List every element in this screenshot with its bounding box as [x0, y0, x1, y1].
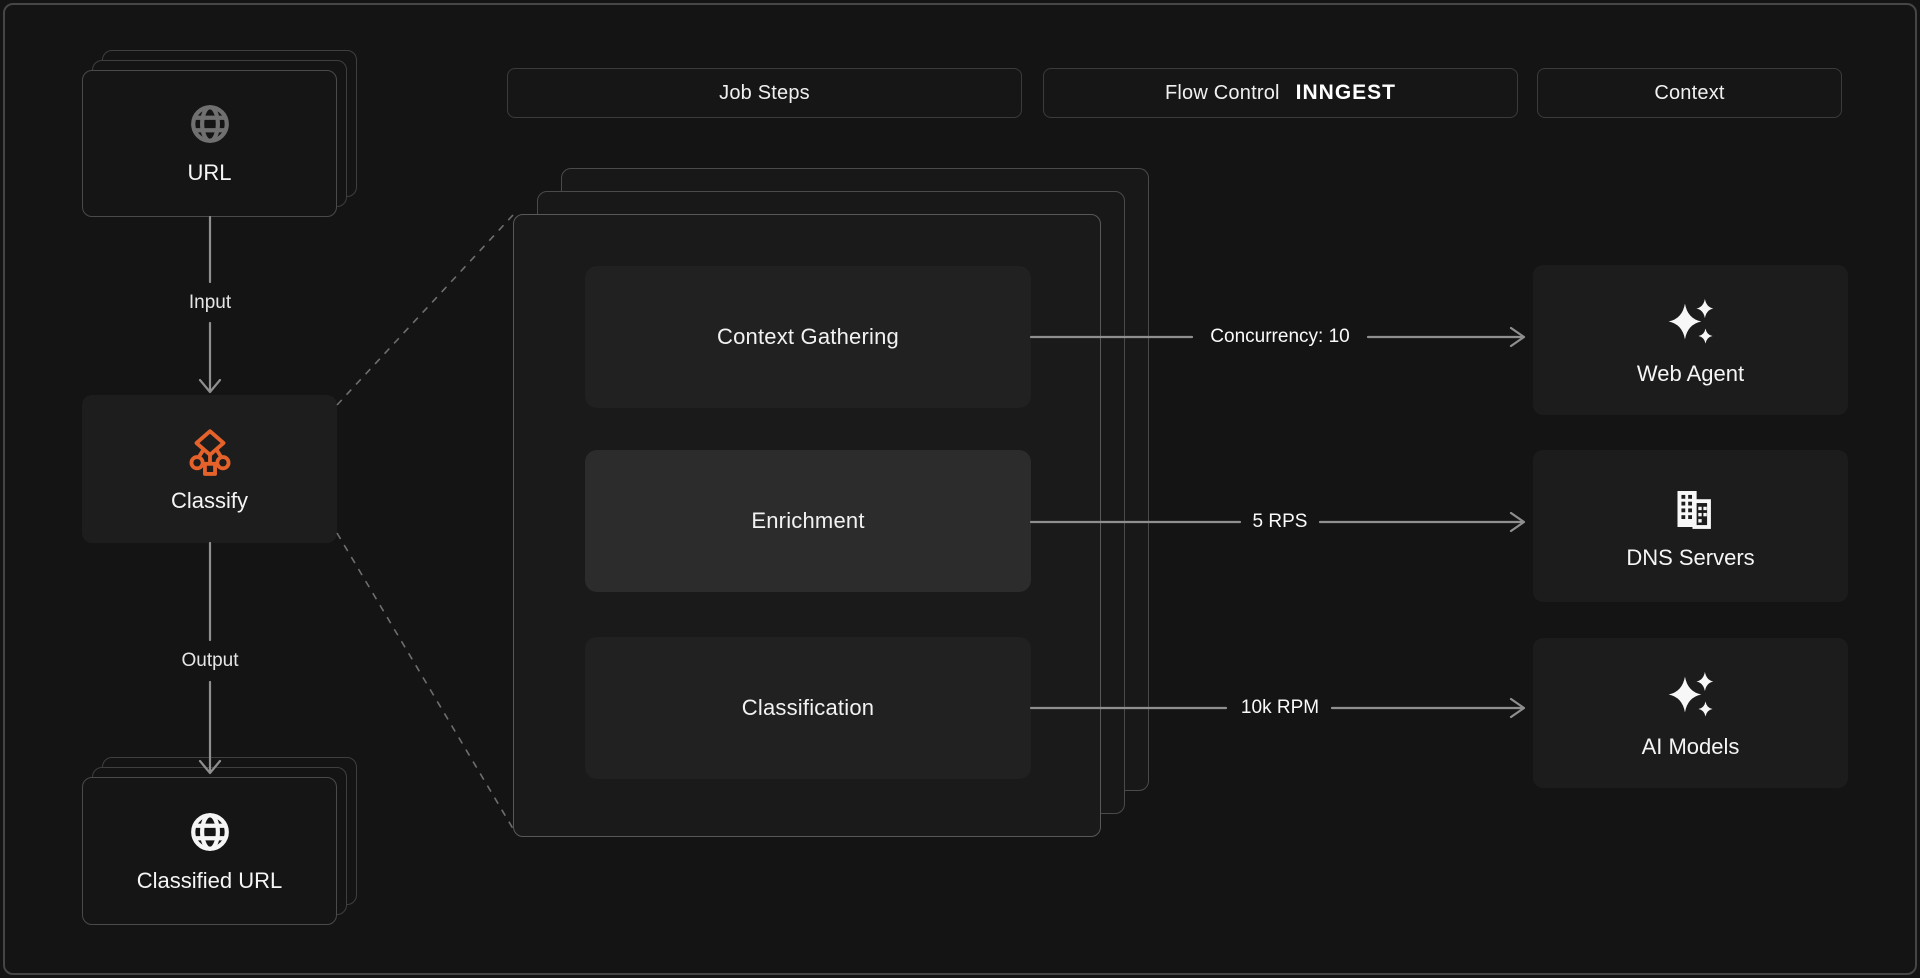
output-arrow-label: Output	[181, 650, 239, 671]
ai-models-label: AI Models	[1641, 733, 1740, 759]
sparkles-icon	[1668, 671, 1713, 717]
globe-icon	[190, 812, 229, 851]
header-job-steps: Job Steps	[507, 68, 1022, 118]
classified-url-card-label: Classified URL	[136, 867, 283, 893]
input-arrow-label: Input	[188, 292, 232, 313]
classify-network-icon	[189, 428, 230, 476]
inngest-logo: INNGEST	[1295, 81, 1396, 104]
classify-node: Classify	[82, 395, 337, 543]
zoom-dashed-lines	[336, 214, 516, 833]
dns-servers-label: DNS Servers	[1626, 544, 1755, 570]
web-agent-label: Web Agent	[1636, 360, 1745, 386]
header-flow-control-label: Flow Control	[1165, 81, 1280, 104]
flow-control-label-concurrency: Concurrency: 10	[1210, 326, 1350, 347]
step-context-gathering: Context Gathering	[585, 266, 1031, 408]
url-card: URL	[82, 70, 337, 217]
building-icon	[1677, 490, 1711, 529]
header-flow-control: Flow Control INNGEST	[1043, 68, 1518, 118]
step-enrichment: Enrichment	[585, 450, 1031, 592]
url-card-label: URL	[187, 160, 232, 185]
classify-node-label: Classify	[170, 487, 248, 513]
flow-control-label-rpm: 10k RPM	[1240, 697, 1320, 718]
flow-control-label-rps: 5 RPS	[1252, 511, 1308, 532]
step-enrichment-label: Enrichment	[751, 508, 865, 533]
header-context-label: Context	[1654, 81, 1725, 104]
step-context-gathering-label: Context Gathering	[717, 324, 899, 349]
web-agent-card: Web Agent	[1533, 265, 1848, 415]
step-classification-label: Classification	[741, 695, 875, 720]
step-classification: Classification	[585, 637, 1031, 779]
dns-servers-card: DNS Servers	[1533, 450, 1848, 602]
sparkles-icon	[1668, 298, 1713, 344]
header-job-steps-label: Job Steps	[719, 81, 810, 104]
classified-url-card: Classified URL	[82, 777, 337, 925]
header-context: Context	[1537, 68, 1842, 118]
globe-icon	[190, 105, 229, 143]
ai-models-card: AI Models	[1533, 638, 1848, 788]
